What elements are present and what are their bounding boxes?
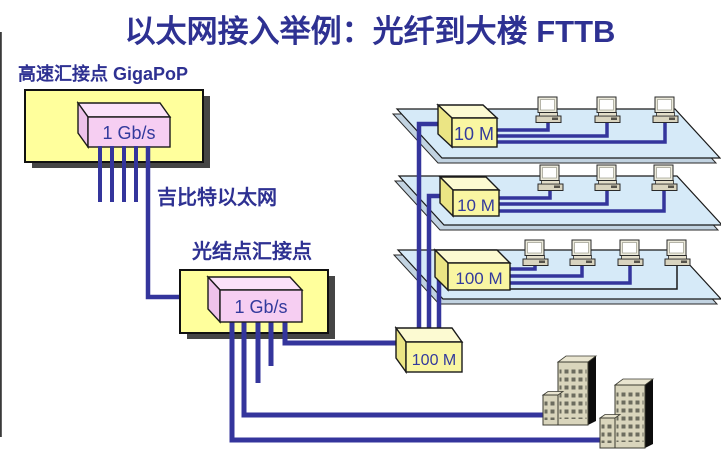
- building-icon: [599, 378, 654, 449]
- gigapop-device-label: 1 Gb/s: [102, 123, 155, 143]
- lan-line: [497, 184, 666, 213]
- pc-icon: [651, 164, 678, 191]
- floor1-switch-label: 10 M: [454, 124, 494, 144]
- pc-icon: [652, 96, 679, 123]
- pc-icon: [617, 239, 644, 266]
- switch-front-face: [447, 262, 511, 291]
- pc-icon: [594, 96, 621, 123]
- pc-icon: [664, 239, 691, 266]
- floor1-switch: 10 M: [436, 103, 499, 149]
- gigapop-label: 高速汇接点 GigaPoP: [18, 63, 188, 84]
- link-to-building-1: [241, 322, 545, 418]
- switch-front-face: [451, 117, 498, 148]
- router-front-face: [87, 116, 171, 148]
- gigapop-port-lines: [98, 146, 138, 202]
- pc-icon: [569, 239, 596, 266]
- floor2-switch: 10 M: [438, 175, 501, 218]
- lan-line-thin: [505, 258, 678, 290]
- floor2-switch-label: 10 M: [457, 196, 495, 215]
- switch-front-face: [405, 341, 463, 373]
- link-to-building-switch: [282, 322, 412, 346]
- router-top-face: [76, 102, 172, 118]
- optical-node-label: 光结点汇接点: [191, 239, 312, 263]
- gigabit-ethernet-label: 吉比特以太网: [157, 185, 277, 209]
- lan-line: [508, 258, 632, 285]
- floor3-switch: 100 M: [433, 248, 512, 292]
- gigapop-router: 1 Gb/s: [76, 100, 172, 150]
- page-title: 以太网接入举例：光纤到大楼 FTTB: [125, 14, 616, 49]
- optical-device-label: 1 Gb/s: [234, 297, 287, 317]
- building-switch: 100 M: [394, 325, 464, 375]
- router-top-face: [206, 276, 304, 291]
- lan-line: [495, 116, 667, 144]
- pc-icon: [522, 239, 549, 266]
- building-icon: [542, 355, 597, 426]
- floor3-switch-label: 100 M: [455, 269, 502, 288]
- pc-icon: [535, 96, 562, 123]
- pc-icon: [537, 164, 564, 191]
- slide-left-edge: [0, 32, 2, 437]
- link-to-building-2: [229, 322, 602, 443]
- switch-top-face: [394, 327, 464, 343]
- pc-icon: [594, 164, 621, 191]
- switch-front-face: [452, 189, 500, 217]
- optical-router: 1 Gb/s: [206, 275, 304, 324]
- router-front-face: [219, 289, 303, 323]
- building-switch-label: 100 M: [412, 352, 456, 369]
- optical-port-lines: [229, 322, 602, 443]
